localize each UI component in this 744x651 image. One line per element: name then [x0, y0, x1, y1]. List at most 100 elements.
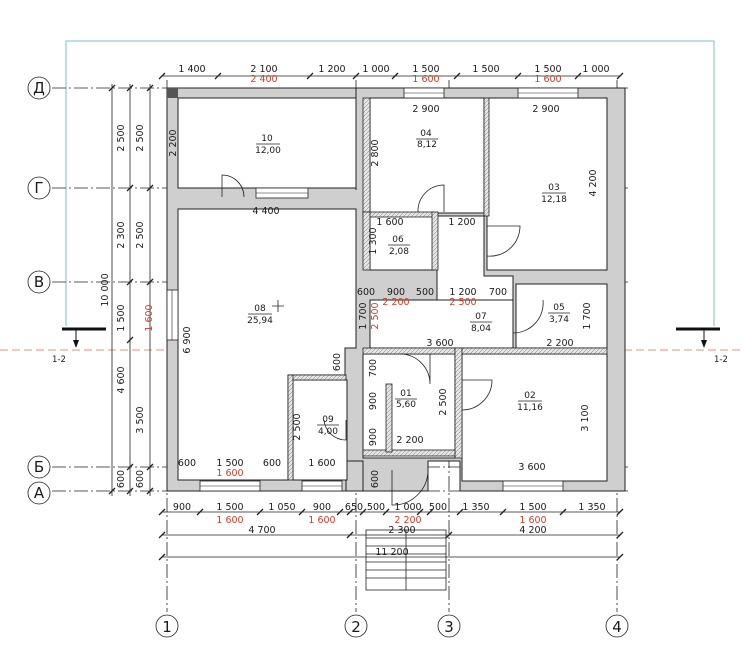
axis-markers-letters: Д Г В Б А [27, 76, 51, 505]
svg-text:900: 900 [387, 287, 405, 298]
dimension-tick [616, 531, 624, 539]
windows [166, 87, 579, 492]
left-dim-inner-4: 600 [135, 470, 146, 488]
dimension-tick [196, 508, 204, 516]
svg-text:2 800: 2 800 [370, 139, 381, 166]
bottom-dim-red-3: 2 200 [394, 515, 421, 526]
bottom-dim-11: 1 350 [578, 502, 605, 513]
top-dim-4: 1 000 [362, 64, 389, 75]
svg-text:6 900: 6 900 [182, 326, 193, 353]
bottom-dim-2: 1 500 [216, 502, 243, 513]
room-07: 07 8,04 [470, 312, 492, 334]
room-area: 8,04 [471, 324, 491, 334]
room-area: 5,60 [396, 400, 416, 410]
dimension-tick [352, 72, 360, 80]
svg-text:2 900: 2 900 [532, 104, 559, 115]
dimension-tick [359, 508, 367, 516]
room-area: 4,00 [318, 427, 338, 437]
axis-letter-g: Г [34, 179, 43, 197]
svg-text:700: 700 [368, 359, 379, 377]
dimension-tick [336, 508, 344, 516]
top-dim-3: 1 200 [318, 64, 345, 75]
room-number: 09 [322, 415, 334, 425]
room-number: 02 [524, 391, 535, 401]
section-marker-left: 1-2 [52, 327, 106, 365]
axis-number-4: 4 [612, 618, 622, 636]
svg-text:1 200: 1 200 [449, 287, 476, 298]
dimension-tick [559, 508, 567, 516]
room-03: 03 12,18 [541, 183, 567, 205]
room-05: 05 3,74 [548, 303, 570, 325]
svg-text:2 200: 2 200 [168, 129, 179, 156]
axis-letter-v: В [34, 273, 44, 291]
top-dim-8: 1 000 [582, 64, 609, 75]
dimension-tick [445, 531, 453, 539]
section-label-left: 1-2 [52, 355, 66, 365]
room-area: 25,94 [247, 316, 273, 326]
bottom-dim-3: 1 050 [268, 502, 295, 513]
room-01: 01 5,60 [395, 389, 417, 410]
left-dim-total: 10 000 [100, 273, 111, 306]
dimension-tick [108, 487, 116, 495]
svg-text:600: 600 [263, 458, 281, 469]
svg-text:2 500: 2 500 [438, 388, 449, 415]
top-dim-5: 1 500 [412, 64, 439, 75]
dimension-tick [391, 72, 399, 80]
dimension-tick [126, 463, 134, 471]
inner-dimensions: 2 200 4 400 2 900 2 900 2 800 4 200 1 60… [168, 104, 599, 488]
dimension-tick [416, 508, 424, 516]
axis-letter-a: А [34, 484, 45, 502]
room-number: 07 [475, 312, 486, 322]
left-dim-inner-2: 2 500 [135, 221, 146, 248]
axis-letter-b: Б [34, 458, 44, 476]
room-number: 04 [420, 129, 432, 139]
top-dim-2: 2 100 [250, 64, 277, 75]
axis-markers-numbers: 1 2 3 4 [155, 614, 629, 638]
svg-text:600: 600 [178, 458, 196, 469]
svg-text:600: 600 [370, 470, 381, 488]
room-labels: 10 12,00 04 8,12 03 12,18 06 2,08 08 25,… [247, 129, 570, 437]
svg-text:2 200: 2 200 [546, 338, 573, 349]
svg-text:3 600: 3 600 [518, 462, 545, 473]
left-dim-red-1: 1 600 [144, 304, 155, 331]
svg-text:1 600: 1 600 [216, 468, 243, 479]
dimension-tick [158, 553, 166, 561]
dimension-tick [146, 184, 154, 192]
dimension-tick [158, 508, 166, 516]
top-dim-red-2: 1 600 [412, 74, 439, 85]
bottom-dim-red-4: 1 600 [519, 515, 546, 526]
axis-number-2: 2 [351, 618, 361, 636]
left-dim-5: 600 [116, 470, 127, 488]
svg-text:3 100: 3 100 [580, 404, 591, 431]
bottom-dimensions: 900 1 500 1 600 1 050 900 1 600 650 500 … [173, 502, 606, 558]
left-dim-1: 2 500 [116, 124, 127, 151]
left-dim-inner-3: 3 500 [135, 406, 146, 433]
svg-text:3 600: 3 600 [426, 338, 453, 349]
bottom-dim-red-2: 1 600 [308, 515, 335, 526]
dimension-tick [346, 508, 354, 516]
room-10: 10 12,00 [255, 134, 281, 156]
svg-text:900: 900 [368, 392, 379, 410]
svg-text:1 700: 1 700 [358, 302, 369, 329]
top-dim-red-1: 2 400 [250, 74, 277, 85]
bottom-dim-6: 500 [367, 502, 385, 513]
cut-outline [65, 40, 715, 326]
svg-text:700: 700 [489, 287, 507, 298]
dimension-tick [298, 508, 306, 516]
top-dim-red-3: 1 600 [534, 74, 561, 85]
room-area: 11,16 [517, 403, 543, 413]
svg-text:600: 600 [357, 287, 375, 298]
dimension-tick [146, 84, 154, 92]
axis-number-1: 1 [162, 618, 172, 636]
dimension-tick [158, 531, 166, 539]
room-number: 03 [548, 183, 559, 193]
svg-text:1 600: 1 600 [376, 217, 403, 228]
svg-text:1 700: 1 700 [582, 302, 593, 329]
dimension-tick [126, 278, 134, 286]
room-area: 12,18 [541, 195, 567, 205]
section-marker-right: 1-2 [676, 327, 728, 365]
dimension-tick [574, 72, 582, 80]
dimension-tick [382, 508, 390, 516]
axis-letter-d: Д [33, 79, 45, 97]
